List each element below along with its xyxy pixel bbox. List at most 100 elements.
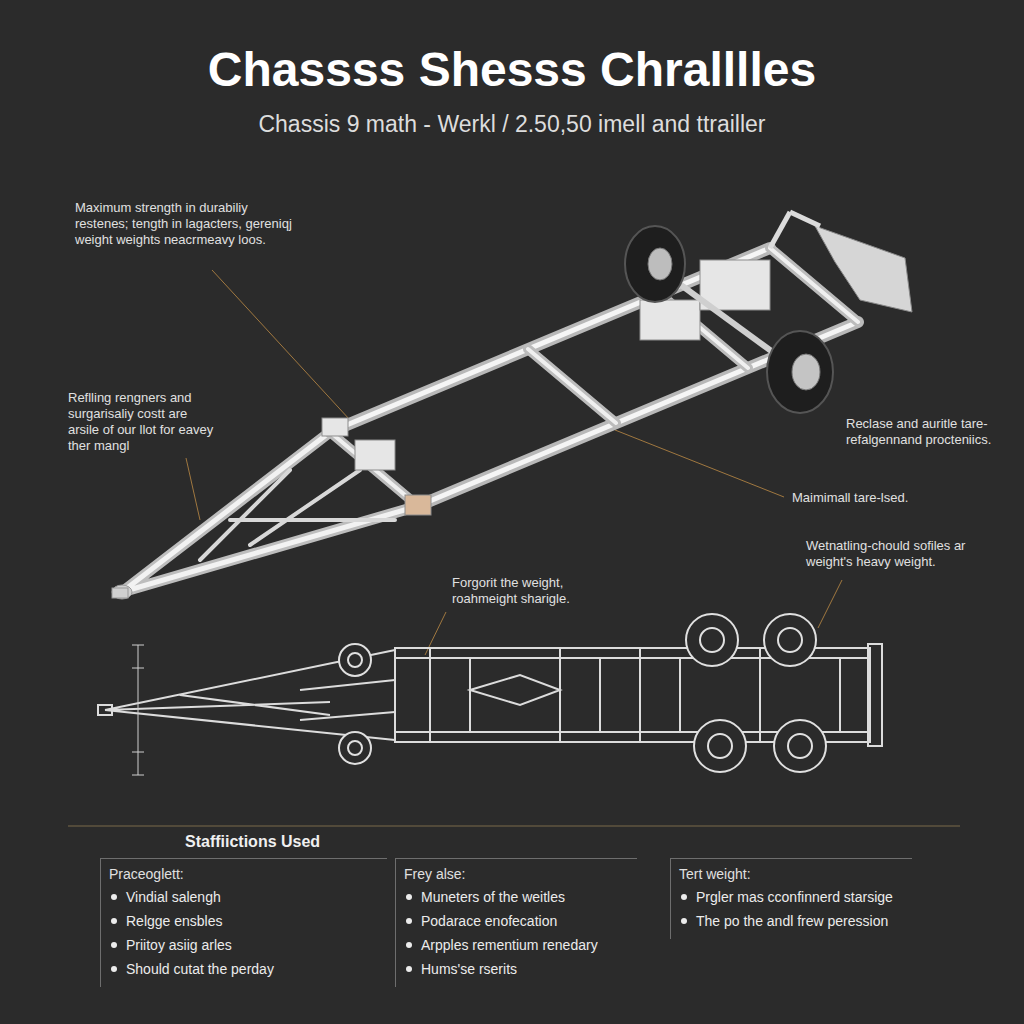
chassis-3d bbox=[112, 588, 128, 598]
leader-line bbox=[186, 458, 200, 520]
chassis-3d bbox=[200, 470, 395, 560]
bullet-dot bbox=[406, 918, 412, 924]
plan-wheel bbox=[348, 741, 362, 755]
wheel bbox=[625, 226, 833, 413]
chassis-3d bbox=[330, 248, 858, 506]
spec-item: Vindial salengh bbox=[126, 885, 221, 909]
leader-line bbox=[818, 580, 842, 628]
chassis-3d bbox=[790, 212, 820, 226]
spec-box: Tert weight:Prgler mas cconfinnerd stars… bbox=[670, 858, 912, 939]
chassis-3d bbox=[640, 300, 700, 340]
cross-member bbox=[330, 248, 858, 506]
callout-note: Forgorit the weight, roahmeight sharigle… bbox=[452, 575, 612, 607]
spec-heading-row: Praceoglett: bbox=[109, 863, 379, 885]
spec-item-line: Relgge ensbles bbox=[109, 909, 379, 933]
plan-wheel bbox=[694, 720, 746, 772]
bullet-dot bbox=[406, 966, 412, 972]
chassis-3d bbox=[648, 248, 672, 280]
section-heading: Staffiictions Used bbox=[185, 832, 445, 852]
spec-heading-row: Tert weight: bbox=[679, 863, 904, 885]
spec-item-line: The po the andl frew peression bbox=[679, 909, 904, 933]
plan-wheel bbox=[788, 734, 812, 758]
main-rail bbox=[330, 248, 858, 506]
bullet-dot bbox=[111, 918, 117, 924]
plan-wheel bbox=[686, 614, 738, 666]
spec-item-line: Should cutat the perday bbox=[109, 957, 379, 981]
spec-item-row: Prgler mas cconfinnerd starsige bbox=[679, 885, 904, 909]
spec-item-row: Vindial salengh bbox=[109, 885, 379, 909]
chassis-3d bbox=[122, 432, 418, 592]
chassis-3d bbox=[815, 226, 912, 312]
subtitle: Chassis 9 math - Werkl / 2.50,50 imell a… bbox=[0, 110, 1024, 138]
bullet-dot bbox=[111, 942, 117, 948]
spec-item-line: Priitoy asiig arles bbox=[109, 933, 379, 957]
spec-item: Should cutat the perday bbox=[126, 957, 274, 981]
spec-heading: Tert weight: bbox=[679, 863, 904, 885]
title-box: Chassss Shesss Chralllles bbox=[0, 42, 1024, 98]
plan-wheel bbox=[774, 720, 826, 772]
spec-item-row: Arpples rementium renedary bbox=[404, 933, 629, 957]
chassis-3d bbox=[330, 248, 858, 506]
spec-box: Frey alse:Muneters of the weitlesPodarac… bbox=[395, 858, 637, 987]
dimension-bracket bbox=[132, 645, 144, 775]
bullet-dot bbox=[681, 918, 687, 924]
plan-wheel bbox=[700, 628, 724, 652]
spec-box: Praceoglett:Vindial salenghRelgge ensble… bbox=[100, 858, 387, 987]
separator-line bbox=[68, 826, 960, 827]
section-heading-box: Staffiictions Used bbox=[185, 832, 445, 852]
spec-item-line: Muneters of the weitles bbox=[404, 885, 629, 909]
callout-note-box: Maimimall tare-lsed. bbox=[792, 490, 982, 506]
callout-note: Wetnatling-chould sofiles ar weight's he… bbox=[806, 538, 986, 570]
plan-wheel bbox=[348, 653, 362, 667]
chassis-3d bbox=[330, 248, 858, 506]
spec-item-line: Vindial salengh bbox=[109, 885, 379, 909]
plan-wheel bbox=[708, 734, 732, 758]
spec-item-row: Podarace enofecation bbox=[404, 909, 629, 933]
plan-wheel bbox=[339, 614, 826, 772]
spec-item-line: Podarace enofecation bbox=[404, 909, 629, 933]
spec-item: Prgler mas cconfinnerd starsige bbox=[696, 885, 893, 909]
spec-item-row: Priitoy asiig arles bbox=[109, 933, 379, 957]
chassis-plan bbox=[98, 705, 112, 715]
plan-wheel bbox=[778, 628, 802, 652]
spec-heading: Frey alse: bbox=[404, 863, 629, 885]
spec-item: Priitoy asiig arles bbox=[126, 933, 232, 957]
spec-heading: Praceoglett: bbox=[109, 863, 379, 885]
spec-item: The po the andl frew peression bbox=[696, 909, 888, 933]
plan-wheel bbox=[339, 644, 371, 676]
callout-note-box: Wetnatling-chould sofiles ar weight's he… bbox=[806, 538, 986, 570]
plan-wheel bbox=[764, 614, 816, 666]
chassis-plan bbox=[98, 644, 882, 746]
plan-wheel bbox=[339, 732, 371, 764]
callout-note-box: Reflling rengners and surgarisaliy costt… bbox=[68, 390, 218, 454]
dimension-bracket bbox=[132, 645, 144, 775]
chassis-plan bbox=[300, 675, 560, 720]
callout-note: Maimimall tare-lsed. bbox=[792, 490, 982, 506]
callout-note-box: Forgorit the weight, roahmeight sharigle… bbox=[452, 575, 612, 607]
callout-note-box: Reclase and auritle tare-refalgennand pr… bbox=[846, 416, 996, 448]
leader-line bbox=[615, 430, 784, 497]
chassis-3d bbox=[330, 248, 858, 506]
spec-item-line: Prgler mas cconfinnerd starsige bbox=[679, 885, 904, 909]
spec-item: Relgge ensbles bbox=[126, 909, 223, 933]
chassis-3d bbox=[122, 432, 418, 592]
callout-note-box: Maximum strength in durabiliy restenes; … bbox=[75, 200, 300, 248]
bullet-dot bbox=[681, 894, 687, 900]
chassis-3d bbox=[770, 212, 790, 248]
chassis-plan bbox=[105, 650, 395, 740]
chassis-3d bbox=[700, 260, 770, 310]
bullet-dot bbox=[111, 966, 117, 972]
chassis-3d bbox=[355, 440, 395, 470]
coupler bbox=[112, 585, 132, 599]
callout-note: Reclase and auritle tare-refalgennand pr… bbox=[846, 416, 996, 448]
separator-line bbox=[68, 826, 960, 827]
chassis-3d bbox=[792, 354, 820, 390]
leader-line bbox=[212, 270, 350, 420]
spec-item: Podarace enofecation bbox=[421, 909, 557, 933]
chassis-plan bbox=[868, 644, 882, 746]
spec-item-row: Muneters of the weitles bbox=[404, 885, 629, 909]
chassis-3d bbox=[767, 331, 833, 413]
bullet-dot bbox=[111, 894, 117, 900]
chassis-3d bbox=[625, 226, 685, 302]
